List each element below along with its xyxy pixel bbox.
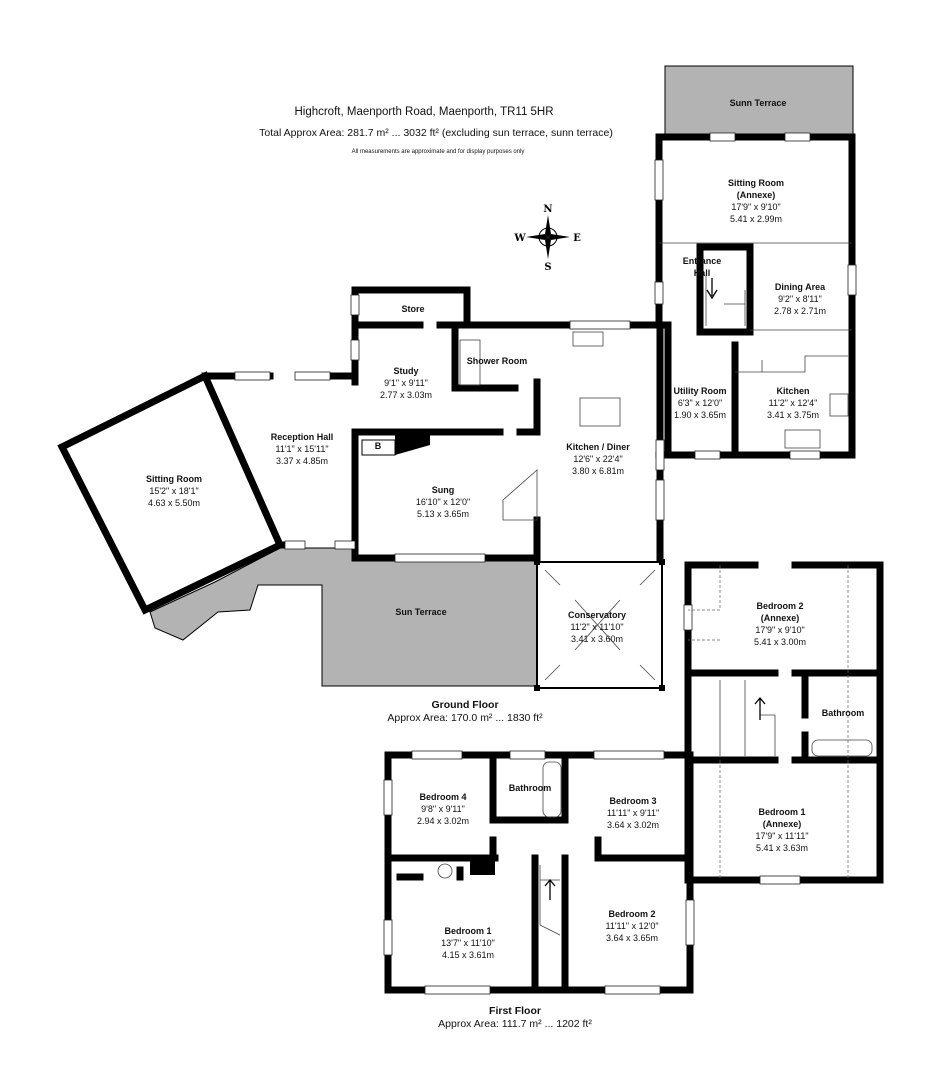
room-imperial: 6'3" x 12'0" <box>678 398 722 408</box>
room-imperial: 11'11" x 12'0" <box>605 921 658 931</box>
room-imperial: 11'2" x 11'10" <box>570 622 623 632</box>
room-name: Bedroom 2 <box>756 601 803 611</box>
room-metric: 5.41 x 3.63m <box>756 843 808 853</box>
ground-floor-label: Ground Floor <box>431 699 498 711</box>
room-sunn-terrace: Sunn Terrace <box>730 98 787 108</box>
first-floor-annexe-walls <box>683 561 884 885</box>
room-imperial: 17'9" x 9'10" <box>755 625 804 635</box>
room-study: Study 9'1" x 9'11" 2.77 x 3.03m <box>380 366 432 400</box>
room-imperial: 11'2" x 12'4" <box>769 398 818 408</box>
conservatory-structure <box>534 559 665 691</box>
room-name: Bedroom 2 <box>608 909 655 919</box>
ground-floor-annexe-walls <box>654 132 857 460</box>
room-name: Sung <box>432 485 455 495</box>
room-name: Kitchen / Diner <box>566 442 630 452</box>
boiler-label: B <box>375 441 382 451</box>
room-name: Entrance <box>683 256 722 266</box>
room-reception-hall: Reception Hall 11'1" x 15'11" 3.37 x 4.8… <box>271 432 334 466</box>
room-metric: 5.13 x 3.65m <box>417 509 469 519</box>
sun-terrace-area <box>149 547 538 687</box>
room-imperial: 13'7" x 11'10" <box>441 938 495 948</box>
room-bathroom: Bathroom <box>509 783 552 793</box>
stair-arrow-icon <box>706 278 718 300</box>
room-bedroom-2-annexe: Bedroom 2 (Annexe) 17'9" x 9'10" 5.41 x … <box>754 601 806 647</box>
room-conservatory: Conservatory 11'2" x 11'10" 3.41 x 3.60m <box>568 610 626 644</box>
room-name: Bedroom 1 <box>758 807 805 817</box>
room-name-sub: (Annexe) <box>737 190 776 200</box>
room-metric: 3.41 x 3.75m <box>767 410 819 420</box>
first-floor-label: First Floor <box>489 1005 541 1017</box>
room-imperial: 17'9" x 11'11" <box>755 831 808 841</box>
compass-east: E <box>573 233 581 244</box>
room-metric: 5.41 x 3.00m <box>754 637 806 647</box>
room-name: Sitting Room <box>146 474 202 484</box>
room-imperial: 12'6" x 22'4" <box>573 454 622 464</box>
room-name: Conservatory <box>568 610 626 620</box>
room-metric: 2.77 x 3.03m <box>380 390 432 400</box>
room-name-sub: (Annexe) <box>761 613 800 623</box>
room-name: Bedroom 1 <box>444 926 491 936</box>
room-imperial: 9'2" x 8'11" <box>778 294 822 304</box>
room-name-sub: (Annexe) <box>763 819 802 829</box>
room-entrance-hall: Entrance Hall <box>683 256 722 278</box>
first-floor-area: Approx Area: 111.7 m² ... 1202 ft² <box>438 1018 592 1030</box>
room-name: Dining Area <box>775 282 826 292</box>
room-name: Bedroom 3 <box>609 796 656 806</box>
room-metric: 3.37 x 4.85m <box>276 456 328 466</box>
room-sitting-room: Sitting Room 15'2" x 18'1" 4.63 x 5.50m <box>146 474 202 508</box>
room-utility-room: Utility Room 6'3" x 12'0" 1.90 x 3.65m <box>674 386 727 420</box>
room-metric: 2.78 x 2.71m <box>774 306 826 316</box>
room-metric: 3.41 x 3.60m <box>571 634 623 644</box>
room-sung: Sung 16'10" x 12'0" 5.13 x 3.65m <box>416 485 470 519</box>
room-bedroom-1: Bedroom 1 13'7" x 11'10" 4.15 x 3.61m <box>441 926 495 960</box>
room-imperial: 16'10" x 12'0" <box>416 497 470 507</box>
room-imperial: 17'9" x 9'10" <box>731 202 780 212</box>
sunn-terrace-area <box>664 65 854 136</box>
room-imperial: 11'1" x 15'11" <box>275 444 328 454</box>
room-imperial: 11'11" x 9'11" <box>607 808 659 818</box>
room-name: Kitchen <box>776 386 809 396</box>
room-name-sub: Hall <box>694 268 711 278</box>
room-name: Bedroom 4 <box>419 792 466 802</box>
room-name: Sitting Room <box>728 178 784 188</box>
room-metric: 3.64 x 3.65m <box>606 933 658 943</box>
stair-arrow-icon <box>754 696 766 720</box>
room-imperial: 15'2" x 18'1" <box>149 486 198 496</box>
property-address: Highcroft, Maenporth Road, Maenporth, TR… <box>294 106 553 118</box>
compass-west: W <box>513 233 526 244</box>
room-store: Store <box>401 304 424 314</box>
room-imperial: 9'1" x 9'11" <box>384 378 428 388</box>
room-name: Utility Room <box>674 386 727 396</box>
room-shower-room: Shower Room <box>467 356 528 366</box>
room-name: Study <box>393 366 418 376</box>
room-name: Reception Hall <box>271 432 334 442</box>
room-bedroom-2: Bedroom 2 11'11" x 12'0" 3.64 x 3.65m <box>605 909 658 943</box>
first-floor-main-walls <box>383 750 695 995</box>
room-metric: 3.64 x 3.02m <box>607 820 659 830</box>
stair-arrow-icon <box>544 878 556 900</box>
room-kitchen: Kitchen 11'2" x 12'4" 3.41 x 3.75m <box>767 386 819 420</box>
room-sun-terrace: Sun Terrace <box>395 607 446 617</box>
total-area: Total Approx Area: 281.7 m² ... 3032 ft²… <box>259 127 613 139</box>
compass-north: N <box>543 204 552 215</box>
room-metric: 4.63 x 5.50m <box>148 498 200 508</box>
room-bedroom-3: Bedroom 3 11'11" x 9'11" 3.64 x 3.02m <box>607 796 659 830</box>
room-bathroom-annexe: Bathroom <box>822 708 865 718</box>
room-metric: 5.41 x 2.99m <box>730 214 782 224</box>
room-kitchen-diner: Kitchen / Diner 12'6" x 22'4" 3.80 x 6.8… <box>566 442 630 476</box>
compass-south: S <box>544 262 551 273</box>
compass-icon: N S E W <box>513 204 581 273</box>
ground-floor-main-walls <box>57 286 665 615</box>
room-bedroom-4: Bedroom 4 9'8" x 9'11" 2.94 x 3.02m <box>417 792 469 826</box>
room-metric: 1.90 x 3.65m <box>674 410 726 420</box>
ground-floor-area: Approx Area: 170.0 m² ... 1830 ft² <box>387 712 543 724</box>
disclaimer: All measurements are approximate and for… <box>352 149 525 155</box>
room-imperial: 9'8" x 9'11" <box>421 804 465 814</box>
room-dining-area: Dining Area 9'2" x 8'11" 2.78 x 2.71m <box>774 282 826 316</box>
room-sitting-room-annexe: Sitting Room (Annexe) 17'9" x 9'10" 5.41… <box>728 178 784 224</box>
room-metric: 3.80 x 6.81m <box>572 466 624 476</box>
room-metric: 4.15 x 3.61m <box>442 950 494 960</box>
room-metric: 2.94 x 3.02m <box>417 816 469 826</box>
room-bedroom-1-annexe: Bedroom 1 (Annexe) 17'9" x 11'11" 5.41 x… <box>755 807 808 853</box>
